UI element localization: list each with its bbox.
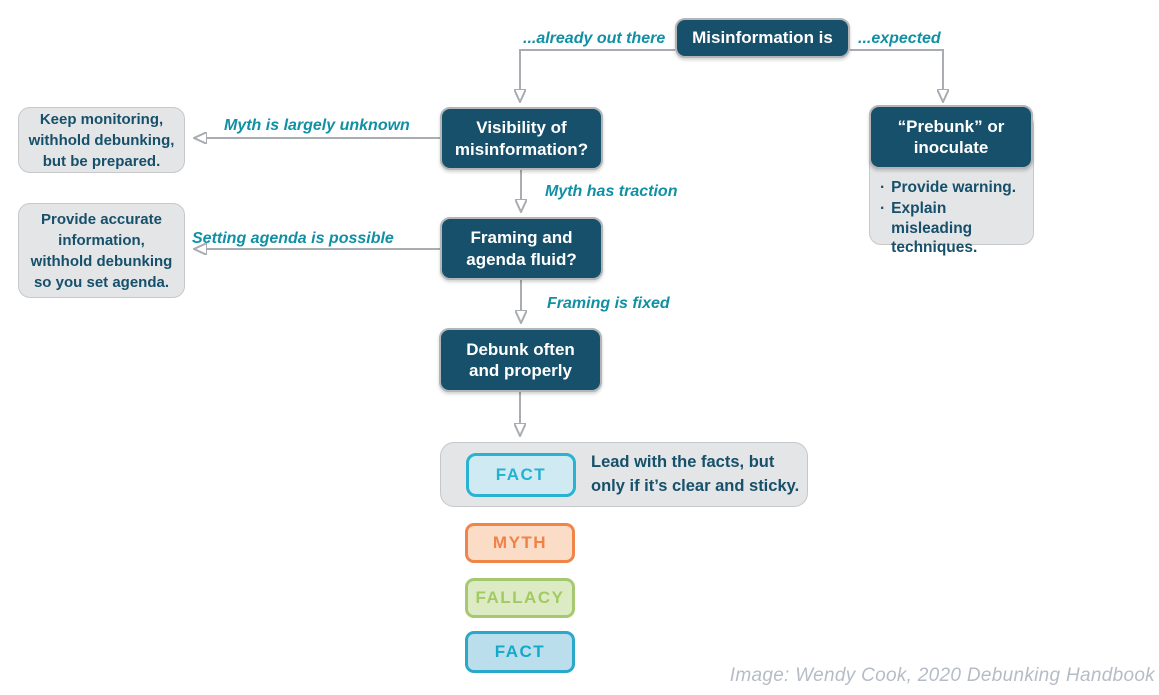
image-credit-caption: Image: Wendy Cook, 2020 Debunking Handbo… bbox=[729, 665, 1155, 686]
prebunk-bullet-2: · Explain misleading techniques. bbox=[880, 199, 1025, 257]
arrow-misinfo-to-prebunk bbox=[850, 49, 943, 90]
misinformation-node: Misinformation is bbox=[675, 18, 850, 58]
edge-label-myth-unknown: Myth is largely unknown bbox=[224, 117, 410, 134]
arrow-misinfo-to-visibility bbox=[520, 49, 675, 90]
bullet-icon: · bbox=[880, 179, 886, 196]
prebunk-bullet-1-text: Provide warning. bbox=[891, 179, 1017, 196]
prebunk-node: “Prebunk” or inoculate bbox=[869, 105, 1033, 169]
framing-node: Framing and agenda fluid? bbox=[440, 217, 603, 280]
provide-accurate-panel: Provide accurate information, withhold d… bbox=[18, 203, 185, 298]
edge-label-myth-traction: Myth has traction bbox=[545, 183, 678, 200]
fact-advice-text: Lead with the facts, but only if it’s cl… bbox=[591, 453, 800, 495]
debunk-node: Debunk often and properly bbox=[439, 328, 602, 392]
fact-advice-panel: FACT Lead with the facts, but only if it… bbox=[440, 442, 808, 507]
keep-monitoring-panel: Keep monitoring, withhold debunking, but… bbox=[18, 107, 185, 173]
fact-badge-inline: FACT bbox=[466, 452, 576, 497]
fact-badge: FACT bbox=[465, 631, 575, 673]
prebunk-bullet-2-text: Explain misleading techniques. bbox=[891, 200, 978, 257]
prebunk-bullet-1: · Provide warning. bbox=[880, 178, 1016, 197]
fallacy-badge: FALLACY bbox=[465, 578, 575, 618]
bullet-icon: · bbox=[880, 200, 886, 218]
edge-label-agenda-possible: Setting agenda is possible bbox=[192, 230, 394, 247]
edge-label-framing-fixed: Framing is fixed bbox=[547, 295, 670, 312]
visibility-node: Visibility of misinformation? bbox=[440, 107, 603, 170]
myth-badge: MYTH bbox=[465, 523, 575, 563]
edge-label-expected: ...expected bbox=[858, 30, 941, 47]
edge-label-already-out-there: ...already out there bbox=[523, 30, 666, 47]
